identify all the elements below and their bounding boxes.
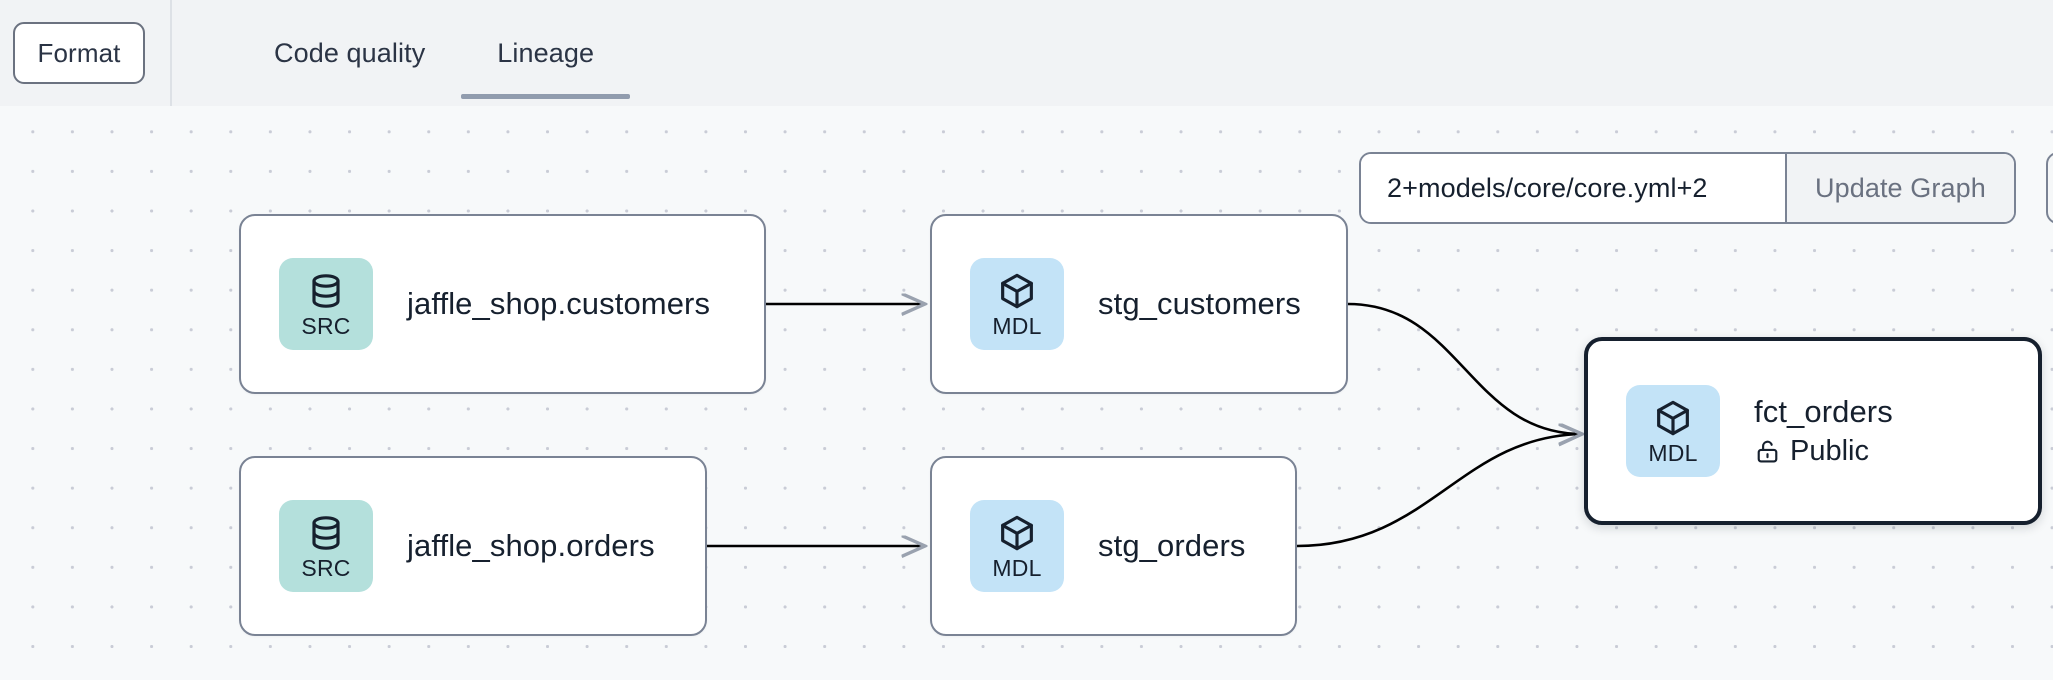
badge-label: MDL — [992, 312, 1042, 339]
node-title: jaffle_shop.customers — [407, 286, 711, 322]
model-badge: MDL — [970, 258, 1064, 350]
node-body: stg_orders — [1098, 528, 1245, 564]
badge-label: SRC — [301, 312, 351, 339]
node-title: fct_orders — [1754, 393, 1893, 429]
model-badge: MDL — [1626, 385, 1720, 477]
model-badge: MDL — [970, 500, 1064, 592]
node-body: stg_customers — [1098, 286, 1301, 322]
cube-icon — [1001, 515, 1033, 550]
database-icon — [312, 515, 340, 550]
node-access-label: Public — [1790, 435, 1869, 468]
tab-code-quality[interactable]: Code quality — [274, 37, 426, 68]
badge-label: MDL — [992, 554, 1042, 581]
badge-label: MDL — [1648, 439, 1698, 466]
node-body: fct_orders Public — [1754, 394, 1893, 469]
edge-stg-customers-to-fct-orders — [1347, 302, 1582, 434]
node-title: stg_orders — [1098, 528, 1246, 564]
lineage-node-jaffle-shop-orders[interactable]: SRC jaffle_shop.orders — [239, 456, 707, 636]
badge-label: SRC — [301, 554, 351, 581]
lineage-canvas[interactable]: SRC jaffle_shop.customers MDL stg_custom… — [0, 106, 2053, 680]
update-graph-button[interactable]: Update Graph — [1785, 154, 2014, 222]
tab-lineage[interactable]: Lineage — [461, 0, 630, 106]
node-body: jaffle_shop.orders — [407, 528, 655, 564]
node-title: stg_customers — [1098, 286, 1301, 322]
dbt-selector-control: Update Graph — [1359, 152, 2016, 224]
edge-stg-orders-to-fct-orders — [1296, 434, 1582, 548]
node-title: jaffle_shop.orders — [407, 528, 655, 564]
editor-toolbar: Format Code quality Lineage — [0, 0, 2053, 106]
lineage-node-jaffle-shop-customers[interactable]: SRC jaffle_shop.customers — [239, 214, 766, 394]
toolbar-left-group: Format — [0, 0, 172, 106]
source-badge: SRC — [279, 258, 373, 350]
dbt-selector-input[interactable] — [1361, 154, 1785, 222]
lineage-node-stg-customers[interactable]: MDL stg_customers — [930, 214, 1348, 394]
node-access-row: Public — [1754, 435, 1893, 468]
lineage-node-stg-orders[interactable]: MDL stg_orders — [930, 456, 1297, 636]
cube-icon — [1001, 273, 1033, 308]
node-body: jaffle_shop.customers — [407, 286, 710, 322]
lineage-node-fct-orders[interactable]: MDL fct_orders Public — [1584, 337, 2042, 525]
cube-icon — [1657, 400, 1689, 435]
database-icon — [312, 273, 340, 308]
tab-bar: Code quality Lineage — [172, 0, 630, 106]
source-badge: SRC — [279, 500, 373, 592]
format-button[interactable]: Format — [13, 22, 145, 84]
unlock-icon — [1757, 441, 1778, 463]
canvas-side-control[interactable] — [2046, 152, 2053, 224]
